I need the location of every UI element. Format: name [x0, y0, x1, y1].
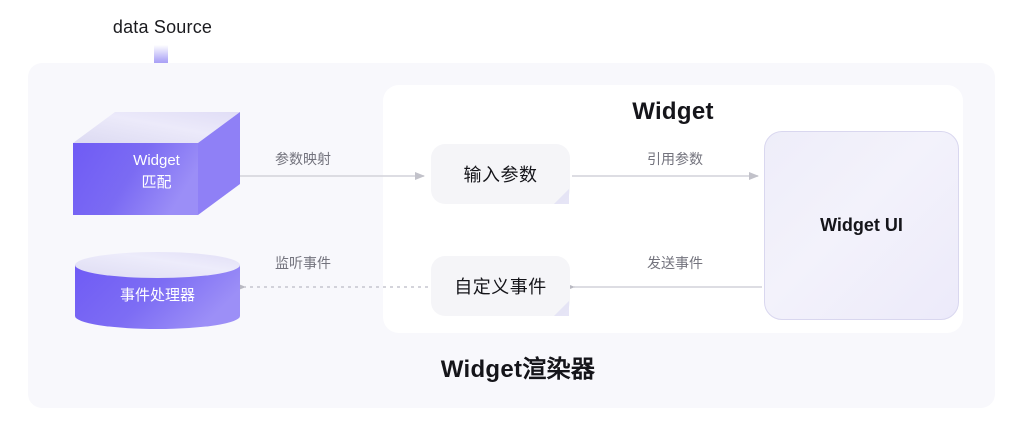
node-widget-ui-label: Widget UI: [820, 215, 903, 235]
node-widget-match[interactable]: Widget 匹配: [73, 112, 240, 215]
node-input-params[interactable]: 输入参数: [431, 144, 570, 204]
node-event-handler[interactable]: 事件处理器: [75, 252, 240, 329]
edge-label-send-event: 发送事件: [647, 255, 703, 271]
node-custom-event[interactable]: 自定义事件: [431, 256, 570, 316]
edge-label-listen-event: 监听事件: [275, 255, 331, 271]
cube-shape-icon: [73, 112, 240, 215]
widget-renderer-caption: Widget渲染器: [440, 356, 596, 383]
node-widget-ui[interactable]: Widget UI: [764, 131, 959, 320]
cylinder-shape-icon: [75, 252, 240, 329]
widget-panel-title: Widget: [632, 98, 714, 125]
data-source-label: data Source: [112, 17, 213, 37]
node-input-params-label: 输入参数: [463, 165, 538, 185]
bubble-tail-icon: [552, 299, 570, 317]
node-custom-event-label: 自定义事件: [454, 277, 547, 297]
edge-label-param-mapping: 参数映射: [275, 151, 331, 167]
edge-label-ref-param: 引用参数: [647, 151, 703, 167]
bubble-tail-icon: [552, 187, 570, 205]
